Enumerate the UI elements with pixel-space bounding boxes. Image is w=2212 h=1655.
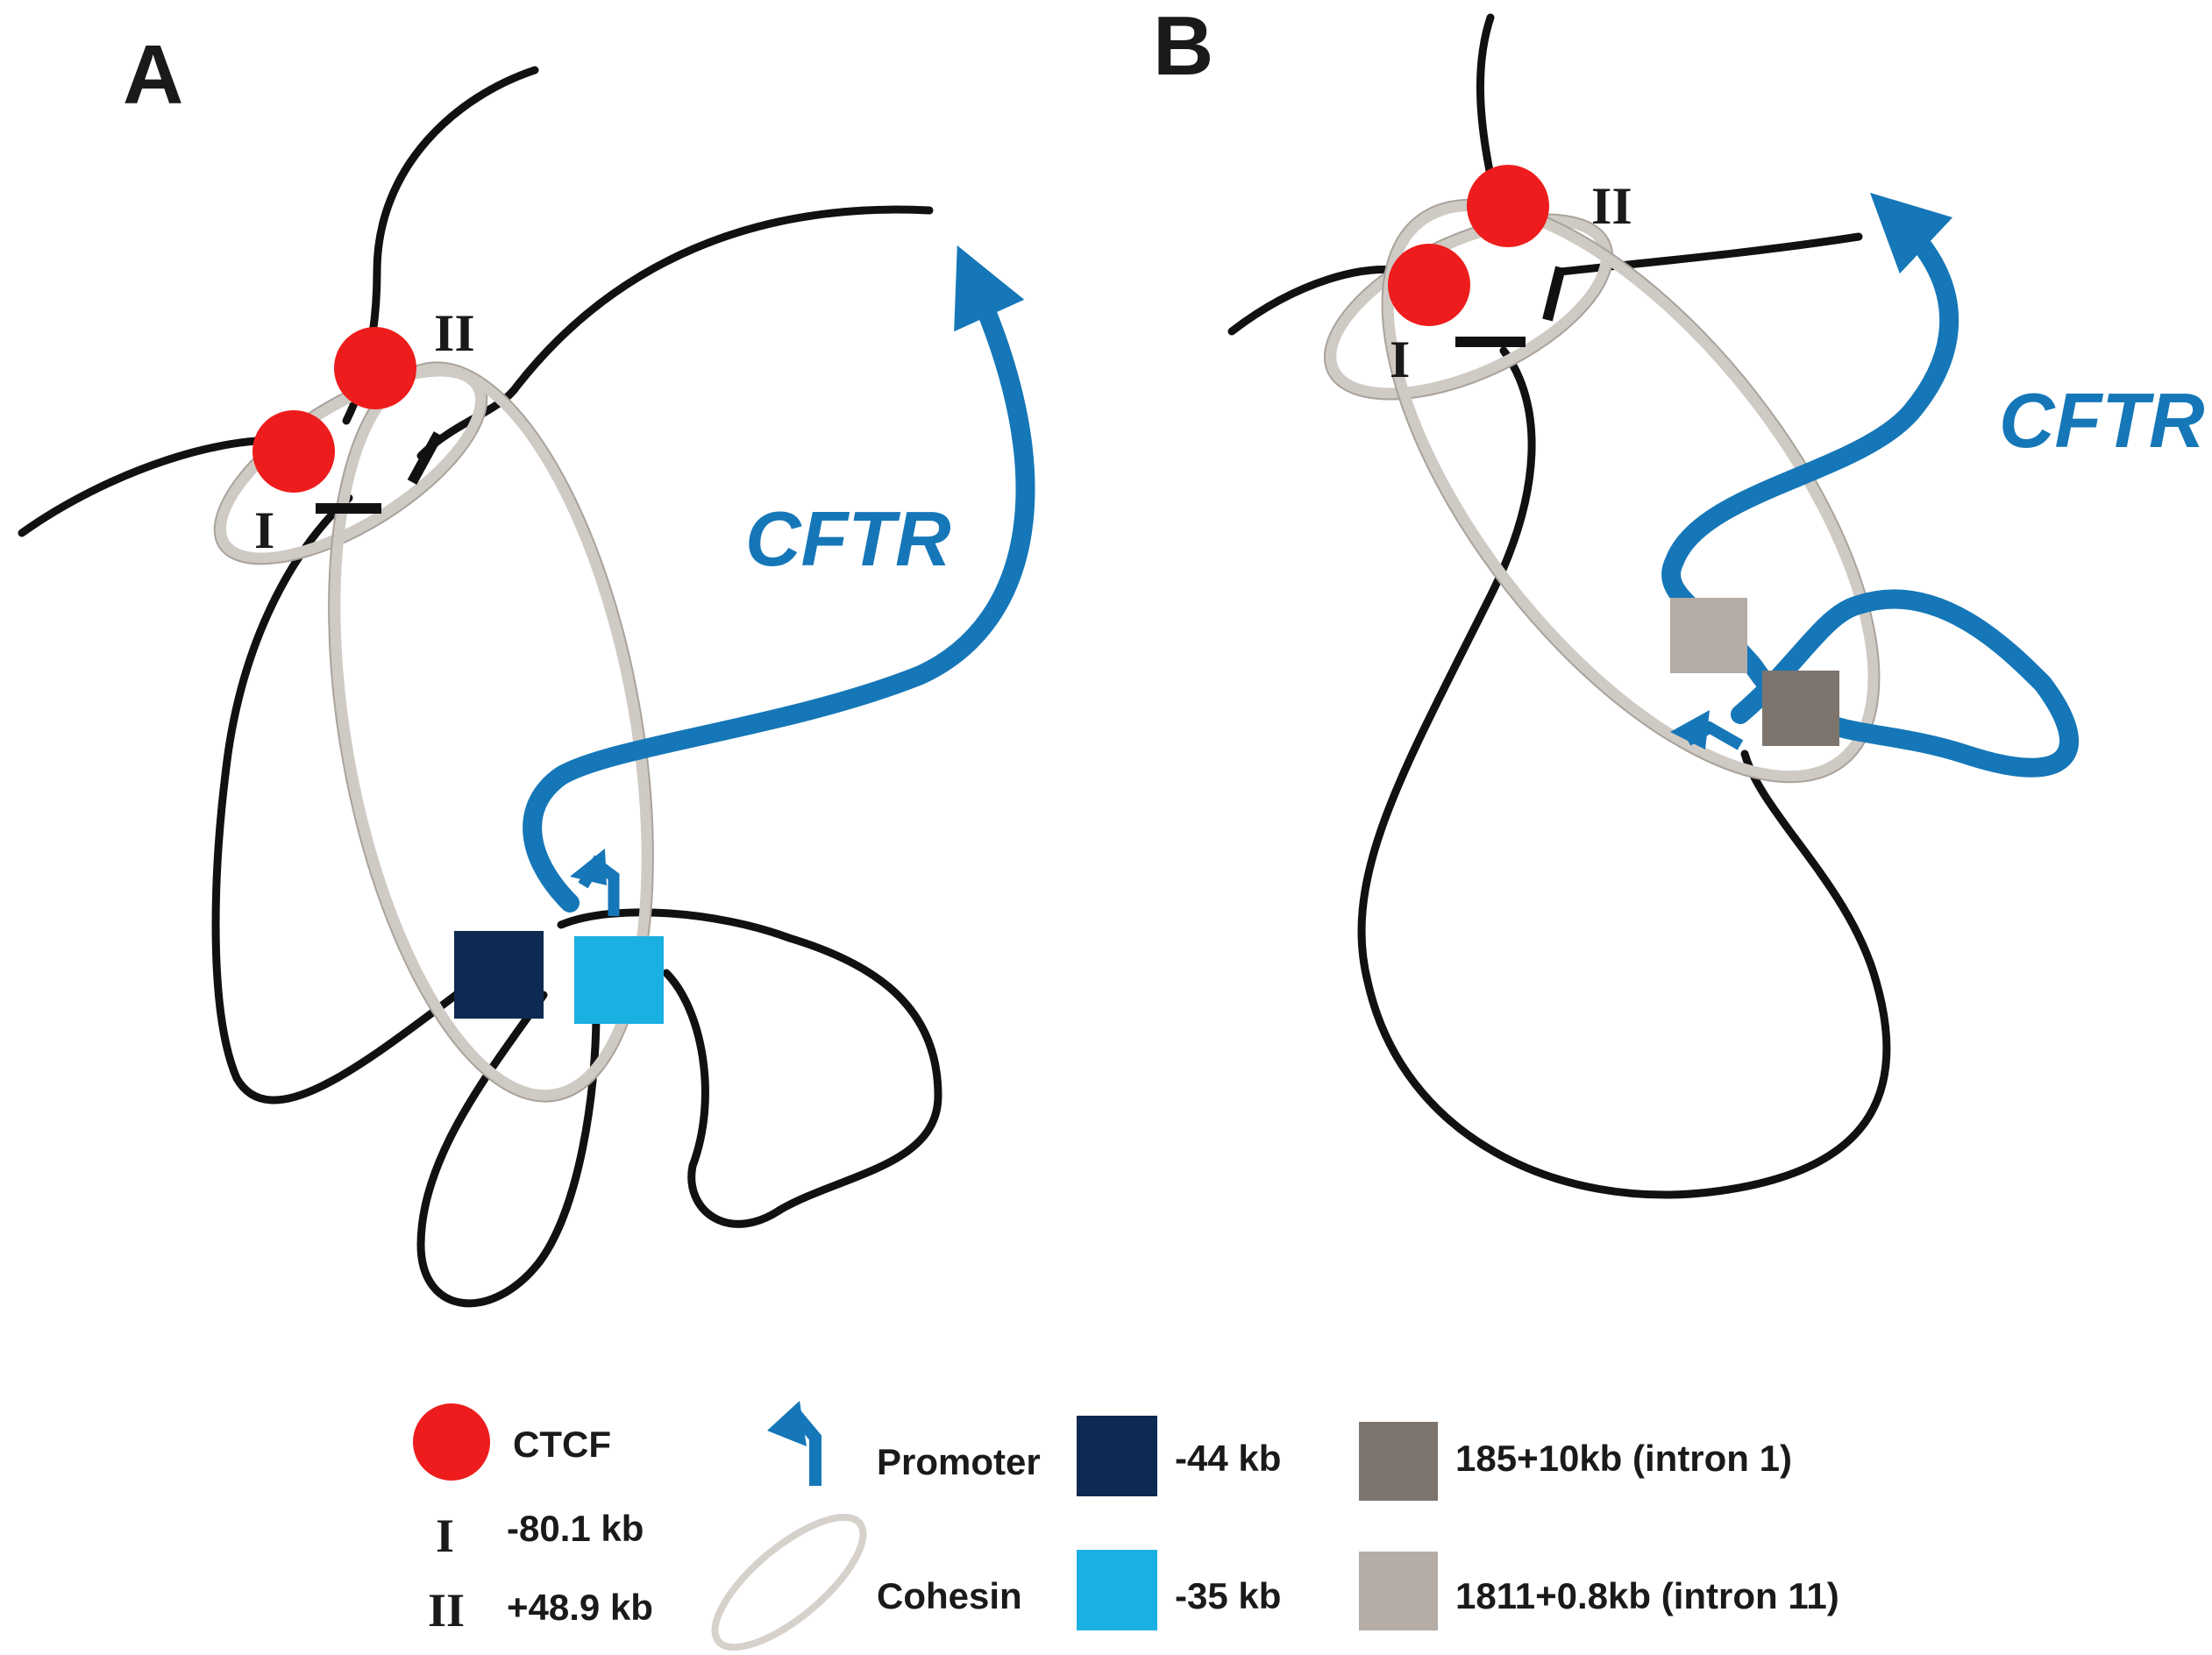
panel-a-minus44-element: [454, 931, 544, 1019]
panel-a-cohesin-rings: [213, 361, 654, 1103]
legend-ctcf-label: CTCF: [513, 1424, 611, 1465]
legend-promoter-label: Promoter: [877, 1441, 1041, 1482]
legend-intron11-label: 1811+0.8kb (intron 11): [1455, 1575, 1839, 1616]
panel-a-cftr-label: CFTR: [745, 495, 951, 582]
legend-cohesin-label: Cohesin: [877, 1575, 1022, 1616]
legend-minus35-label: -35 kb: [1175, 1575, 1281, 1616]
panel-a-site-2-label: II: [434, 304, 475, 362]
panel-b-site-2-bar: [1542, 266, 1566, 322]
panel-a-letter: A: [123, 28, 183, 122]
panel-b-intron11-element: [1670, 598, 1747, 673]
panel-a-promoter-arrow: [570, 849, 620, 916]
legend-intron1-swatch: [1359, 1422, 1438, 1501]
panel-b-promoter-arrow: [1670, 710, 1744, 750]
panel-b-chromatin-fiber: [1227, 13, 1891, 1199]
panel-b-letter: B: [1153, 0, 1213, 93]
legend-cohesin-icon: [711, 1513, 867, 1651]
panel-b-cohesin-small: [1325, 214, 1612, 400]
panel-a: A CFTR I II: [18, 28, 1035, 1308]
panel-b-ctcf-2: [1467, 165, 1549, 247]
legend-intron11-swatch: [1359, 1552, 1438, 1630]
panel-a-ctcf-1: [252, 410, 335, 493]
legend-promoter-icon: [767, 1401, 821, 1486]
panel-a-ctcf-2: [334, 327, 416, 409]
panel-b-intron1-element: [1762, 671, 1839, 746]
legend-site-1-label: -80.1 kb: [507, 1508, 644, 1549]
panel-b-ctcf-1: [1388, 244, 1470, 326]
legend: CTCF I -80.1 kb II +48.9 kb Promoter Coh…: [413, 1401, 1839, 1651]
panel-a-site-1-label: I: [254, 501, 274, 559]
legend-minus44-label: -44 kb: [1175, 1438, 1281, 1479]
legend-site-2-symbol: II: [428, 1584, 465, 1637]
legend-ctcf-icon: [413, 1403, 490, 1481]
panel-b-site-1-label: I: [1390, 330, 1410, 388]
panel-a-site-2-bar: [407, 431, 444, 485]
legend-site-1-symbol: I: [436, 1509, 454, 1562]
panel-b: B CFTR I II: [1153, 0, 2205, 1199]
legend-minus44-swatch: [1077, 1416, 1157, 1496]
panel-b-cohesin-large: [1382, 199, 1880, 783]
legend-intron1-label: 185+10kb (intron 1): [1455, 1438, 1792, 1479]
panel-a-minus35-element: [574, 936, 664, 1024]
panel-b-cftr-label: CFTR: [1999, 377, 2205, 464]
panel-b-site-2-label: II: [1591, 177, 1632, 235]
panel-a-cftr-gene: [523, 245, 1035, 913]
panel-a-chromatin-fiber: [18, 66, 942, 1308]
panel-a-cohesin-large: [329, 362, 653, 1102]
legend-site-2-label: +48.9 kb: [507, 1587, 653, 1628]
legend-minus35-swatch: [1077, 1550, 1157, 1630]
